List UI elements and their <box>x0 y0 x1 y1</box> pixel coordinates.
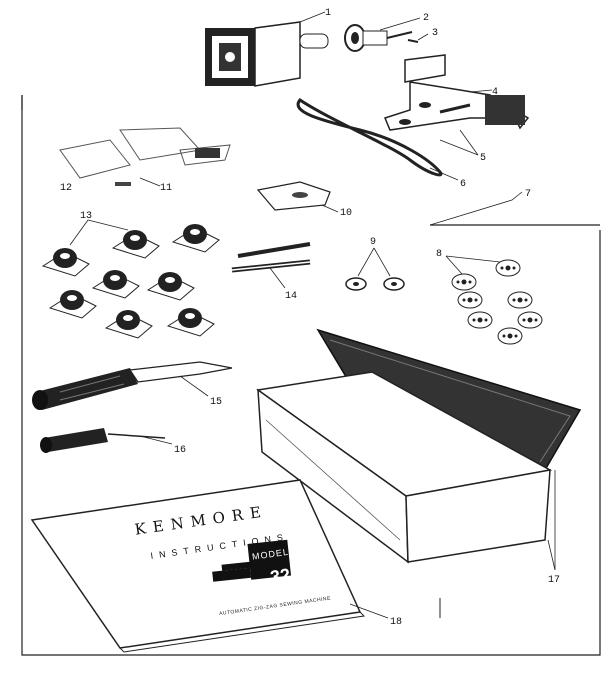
motor-icon <box>205 21 329 87</box>
booklet-model-block <box>247 539 292 580</box>
callout-12: 12 <box>60 183 72 194</box>
screw-icon <box>407 39 419 43</box>
leader-13a <box>69 219 89 246</box>
presser-foot-icon <box>59 127 231 186</box>
leader-8b <box>445 255 501 263</box>
leader-11 <box>139 177 161 187</box>
callout-17: 17 <box>548 575 560 586</box>
leader-17a <box>547 539 556 571</box>
leader-13b <box>87 219 129 231</box>
accessory-box-icon <box>256 328 582 564</box>
leader-9b <box>373 247 391 277</box>
leader-1 <box>299 11 326 23</box>
leader-8a <box>445 255 463 275</box>
leader-5a <box>459 129 479 156</box>
leader-18 <box>349 603 389 619</box>
pulley-icon <box>344 24 413 52</box>
instruction-book-icon <box>30 479 366 653</box>
small-screwdriver-icon <box>40 428 166 453</box>
bobbin-icon <box>451 259 543 345</box>
leader-15 <box>179 375 209 397</box>
callout-14: 14 <box>285 291 297 302</box>
leader-4 <box>469 89 493 93</box>
washer-icon <box>345 277 405 291</box>
callout-8: 8 <box>436 249 442 260</box>
spool-pin-icon <box>231 242 311 273</box>
throat-plate-icon <box>256 181 331 211</box>
callout-7: 7 <box>525 189 531 200</box>
motor-bracket-icon <box>383 54 530 131</box>
callout-16: 16 <box>174 445 186 456</box>
callout-5: 5 <box>480 153 486 164</box>
leader-16 <box>139 435 173 445</box>
leader-10 <box>321 204 339 213</box>
cam-set-icon <box>41 224 220 339</box>
callout-11: 11 <box>160 183 172 194</box>
leader-2 <box>379 17 421 31</box>
frame-line <box>21 95 601 656</box>
callout-18: 18 <box>390 617 402 628</box>
callout-2: 2 <box>423 13 429 24</box>
leader-5b <box>439 139 479 156</box>
leader-9a <box>357 247 375 277</box>
leader-7 <box>429 191 523 226</box>
booklet-model-number: 32 <box>269 565 292 588</box>
callout-15: 15 <box>210 397 222 408</box>
leader-3 <box>417 33 429 41</box>
callout-10: 10 <box>340 208 352 219</box>
screwdriver-icon <box>32 361 233 410</box>
leader-14 <box>269 267 286 289</box>
callout-6: 6 <box>460 179 466 190</box>
callout-1: 1 <box>325 8 331 19</box>
leader-6 <box>429 167 459 181</box>
callout-9: 9 <box>370 237 376 248</box>
callout-13: 13 <box>80 211 92 222</box>
callout-4: 4 <box>492 87 498 98</box>
callout-3: 3 <box>432 28 438 39</box>
